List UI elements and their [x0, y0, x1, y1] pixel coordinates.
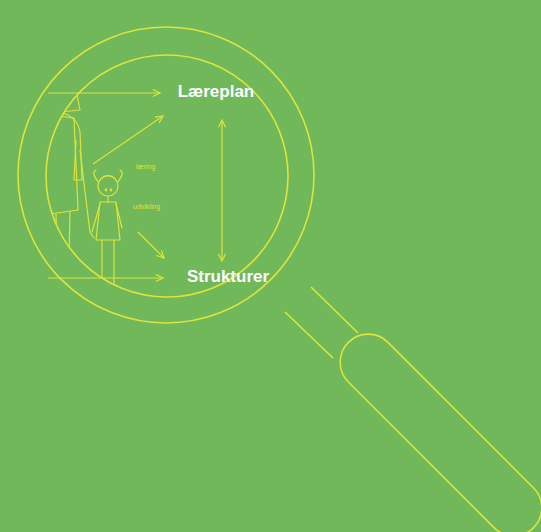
text-node: Læreplan — [166, 80, 266, 104]
arrow-line — [93, 116, 163, 164]
woman-arm — [58, 112, 82, 180]
girl-head — [98, 176, 118, 196]
double-arrow — [221, 120, 222, 261]
woman-dress — [50, 115, 78, 214]
arrow-label: læring — [136, 163, 155, 170]
woman-face — [56, 72, 70, 90]
arrow-label: udvikling — [133, 203, 160, 210]
girl-neck — [107, 196, 108, 202]
text-node: Strukturer — [172, 265, 284, 289]
lens-rim-outer — [18, 27, 314, 323]
handle-neck — [311, 287, 358, 333]
figures — [50, 55, 122, 300]
woman-arm-lower — [80, 150, 94, 238]
arrow-line — [138, 232, 164, 258]
girl-fringe — [100, 176, 116, 181]
woman-legs — [56, 212, 70, 300]
woman-hair — [52, 55, 80, 112]
girl-eye — [110, 189, 112, 191]
node-title: Strukturer — [187, 267, 269, 287]
illustration-arrows — [48, 93, 164, 278]
girl-eye — [105, 189, 107, 191]
handle-neck — [285, 312, 333, 358]
girl-legs — [96, 240, 120, 288]
handle — [329, 323, 541, 532]
arrow-line — [48, 277, 163, 278]
magnifier-outline — [18, 27, 541, 532]
arrow-line — [48, 92, 160, 93]
girl-arms — [92, 204, 122, 232]
node-title: Læreplan — [178, 82, 255, 102]
girl-pigtails — [94, 170, 122, 182]
lens-rim-inner — [46, 55, 288, 297]
